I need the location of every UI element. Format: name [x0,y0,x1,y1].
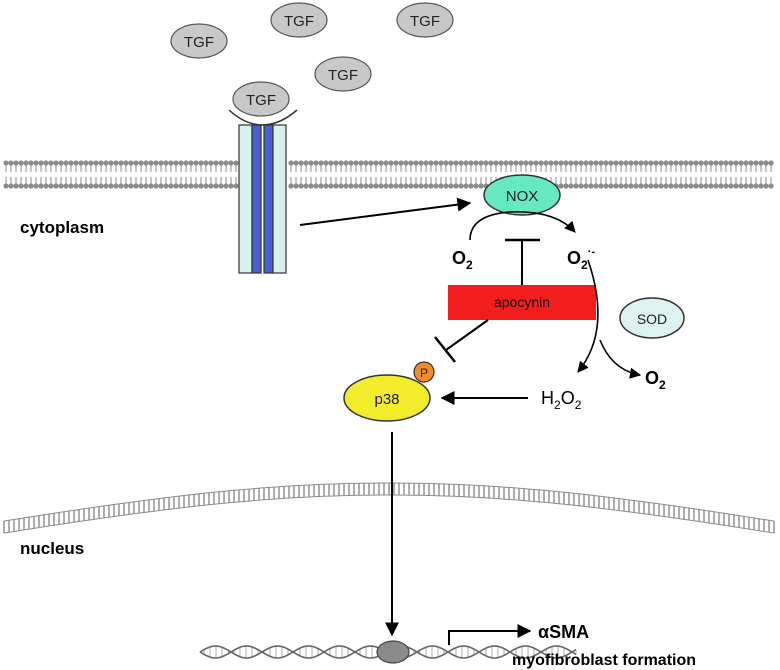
sod-oxygen-arrow [599,339,642,379]
asma-gene-label: αSMA [538,622,589,642]
tgf-ligand: TGF [170,23,228,59]
superoxide: O2·- [567,246,595,272]
p38-kinase: p38 [343,374,431,422]
sod-conversion-arrow [577,259,599,373]
nox-conversion-arrow [469,211,576,241]
apocynin-inhibitor: apocynin [448,285,596,320]
nox-enzyme: NOX [483,174,561,216]
receptor-to-nox-arrow [299,197,472,226]
tgf-ligand-bound: TGF [232,81,290,117]
phosphate-group: P [413,361,435,383]
receptor-binding-cup [228,109,298,126]
nucleus-label: nucleus [20,539,84,558]
sod-enzyme: SOD [619,297,685,339]
svg-text:TGF: TGF [246,92,276,109]
transcription-factor-on-dna [376,640,410,664]
oxygen-substrate: O2 [452,248,473,272]
svg-text:apocynin: apocynin [494,294,550,310]
svg-text:TGF: TGF [328,67,358,84]
svg-text:SOD: SOD [637,311,667,327]
tgf-ligand: TGF [270,2,328,38]
hydrogen-peroxide: H2O2 [541,388,582,412]
myofibroblast-formation-label: myofibroblast formation [512,652,696,669]
oxygen-product: O2 [645,368,666,392]
nuclear-membrane [3,482,775,534]
svg-text:TGF: TGF [284,13,314,30]
plasma-membrane [3,160,774,189]
apocynin-inhibits-p38 [434,319,489,363]
svg-text:P: P [420,366,428,380]
svg-text:NOX: NOX [506,188,539,205]
tgf-ligand: TGF [396,2,454,38]
transcription-start-arrow [448,624,532,645]
apocynin-inhibits-nox [505,238,540,285]
tgf-receptor [238,124,287,274]
svg-text:p38: p38 [374,391,399,408]
cytoplasm-label: cytoplasm [20,218,104,237]
svg-text:TGF: TGF [410,13,440,30]
tgf-ligand: TGF [314,56,372,92]
svg-text:TGF: TGF [184,34,214,51]
